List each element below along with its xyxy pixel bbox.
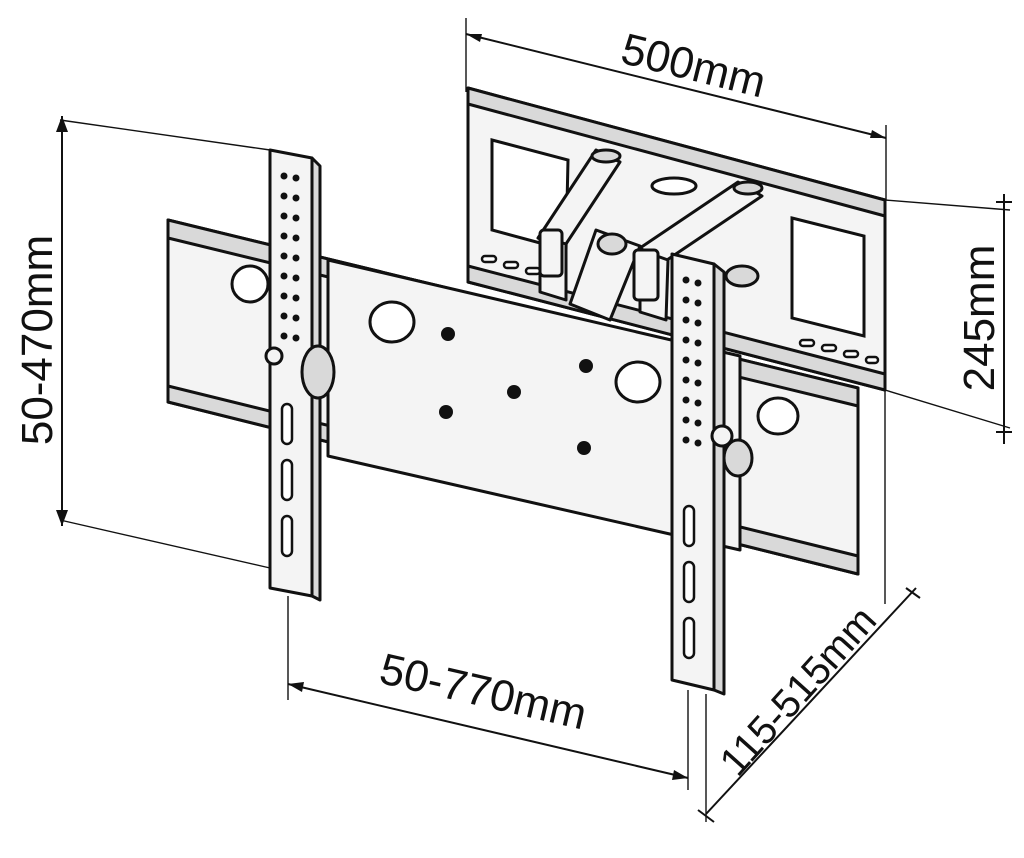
left-bracket-holes [280, 172, 300, 342]
dimension-bottom-width: 50-770mm [287, 596, 689, 790]
depth-label: 115-515mm [712, 598, 886, 784]
bottom-width-label: 50-770mm [375, 644, 591, 739]
wall-plate-slots [480, 254, 880, 365]
right-height-label: 245mm [955, 245, 1004, 392]
right-vertical-bracket [670, 252, 754, 696]
left-height-label: 50-470mm [13, 235, 62, 445]
mounting-screws [439, 327, 593, 455]
right-bracket-holes [682, 276, 702, 447]
left-vertical-bracket [264, 148, 336, 602]
dimension-right-height: 245mm [884, 194, 1012, 444]
top-width-label: 500mm [616, 24, 770, 107]
dimension-left-height: 50-470mm [13, 116, 271, 569]
articulating-arms [536, 148, 764, 322]
